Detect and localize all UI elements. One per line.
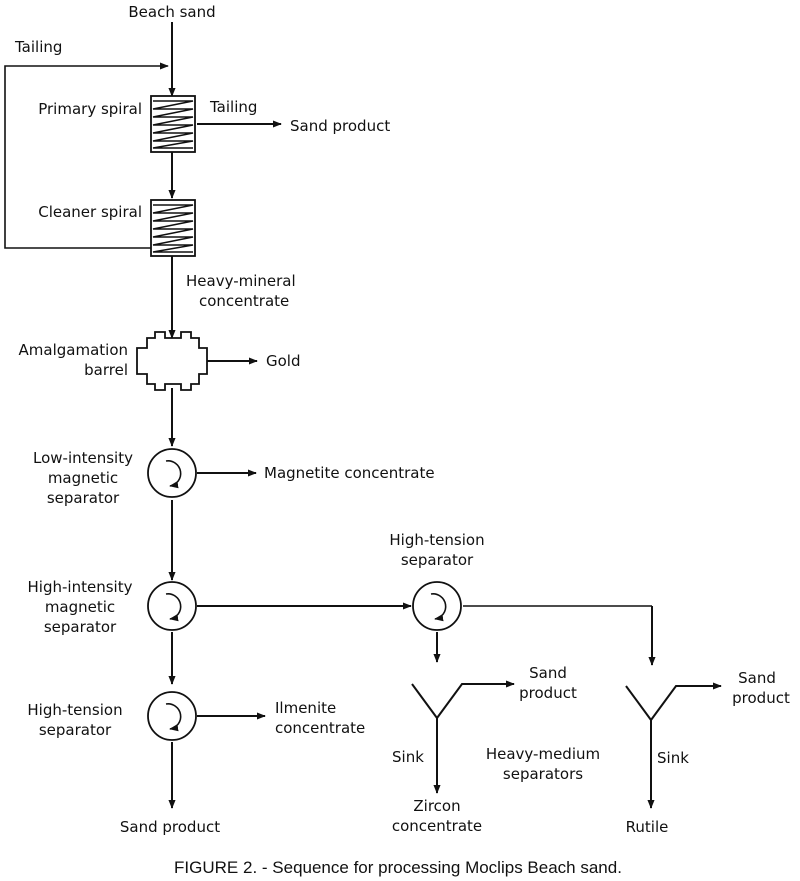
figure-caption: FIGURE 2. - Sequence for processing Mocl… xyxy=(174,858,622,877)
high-intensity-label-1: High-intensity xyxy=(28,578,133,596)
labels: Beach sand Tailing Primary spiral Tailin… xyxy=(14,3,790,877)
zircon-label-2: concentrate xyxy=(392,817,482,835)
sand-product-label-1: Sand product xyxy=(290,117,390,135)
gold-label: Gold xyxy=(266,352,301,370)
zircon-label-1: Zircon xyxy=(413,797,460,815)
low-intensity-magnetic-separator xyxy=(147,448,197,498)
low-intensity-label-1: Low-intensity xyxy=(33,449,133,467)
high-tension-separator-right xyxy=(412,581,462,631)
amalgamation-barrel xyxy=(136,331,208,391)
heavy-medium-separator-1 xyxy=(411,680,515,720)
heavy-mineral-label-1: Heavy-mineral xyxy=(186,272,296,290)
ht-separator-left-label-1: High-tension xyxy=(27,701,122,719)
amalgamation-label-2: barrel xyxy=(84,361,128,379)
ht-separator-right-label-1: High-tension xyxy=(389,531,484,549)
rutile-label: Rutile xyxy=(626,818,669,836)
hm-sand-product-2-label-a: Sand xyxy=(738,669,776,687)
sand-product-bottom-label: Sand product xyxy=(120,818,220,836)
sink-1-label: Sink xyxy=(392,748,424,766)
low-intensity-label-3: separator xyxy=(47,489,120,507)
high-intensity-label-3: separator xyxy=(44,618,117,636)
heavy-medium-separator-2 xyxy=(625,682,722,722)
cleaner-spiral-label: Cleaner spiral xyxy=(38,203,142,221)
ilmenite-label-2: concentrate xyxy=(275,719,365,737)
magnetite-label: Magnetite concentrate xyxy=(264,464,435,482)
ilmenite-label-1: Ilmenite xyxy=(275,699,336,717)
ht-separator-right-label-2: separator xyxy=(401,551,474,569)
hm-sand-product-1-label-a: Sand xyxy=(529,664,567,682)
feed-label: Beach sand xyxy=(128,3,215,21)
primary-spiral xyxy=(150,95,196,153)
high-intensity-magnetic-separator xyxy=(147,581,197,631)
primary-spiral-label: Primary spiral xyxy=(38,100,142,118)
heavy-medium-label-2: separators xyxy=(503,765,583,783)
cleaner-spiral xyxy=(150,199,196,257)
tailing-recycle-line xyxy=(4,62,175,249)
high-intensity-label-2: magnetic xyxy=(45,598,115,616)
low-intensity-label-2: magnetic xyxy=(48,469,118,487)
sink-2-label: Sink xyxy=(657,749,689,767)
hm-sand-product-2-label-b: product xyxy=(732,689,790,707)
ht-separator-left-label-2: separator xyxy=(39,721,112,739)
heavy-medium-label-1: Heavy-medium xyxy=(486,745,600,763)
flow-lines xyxy=(4,22,722,809)
hm-sand-product-1-label-b: product xyxy=(519,684,577,702)
amalgamation-label-1: Amalgamation xyxy=(19,341,128,359)
primary-tailing-label: Tailing xyxy=(209,98,257,116)
tailing-recycle-label: Tailing xyxy=(14,38,62,56)
high-tension-separator-left xyxy=(147,691,197,741)
heavy-mineral-label-2: concentrate xyxy=(199,292,289,310)
